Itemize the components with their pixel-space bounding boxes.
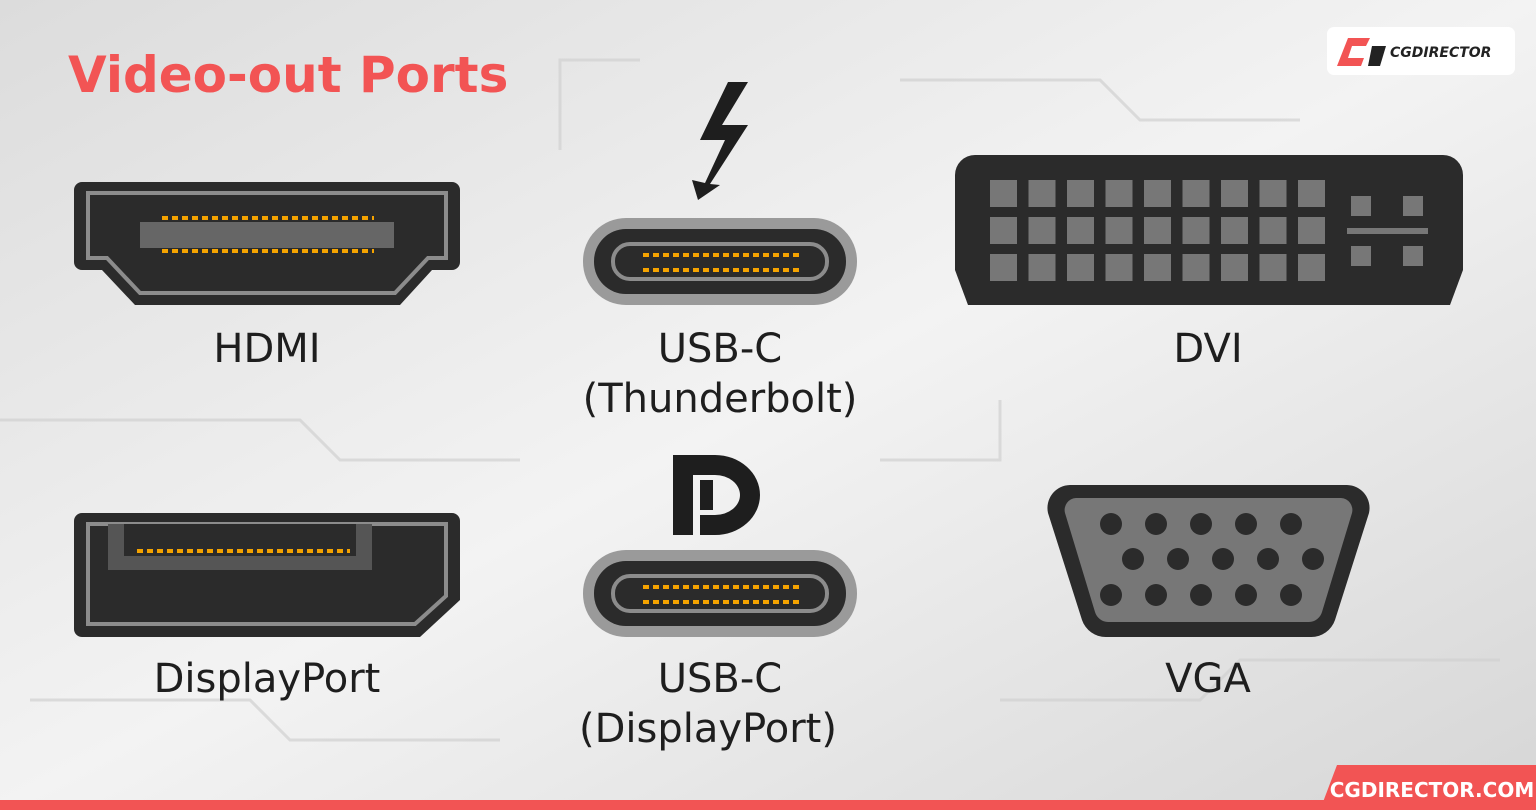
dvi-pin: [1221, 254, 1248, 281]
usb-c-displayport-label-1: USB-C: [658, 656, 782, 702]
dvi-pin: [1221, 217, 1248, 244]
vga-pin: [1100, 513, 1122, 535]
vga-pin: [1212, 548, 1234, 570]
cgdirector-logo: CGDIRECTOR: [1327, 27, 1515, 75]
usb-c-thunderbolt-label-1: USB-C: [658, 326, 782, 372]
footer-tab: [1320, 765, 1536, 810]
circuit-pattern: [0, 58, 1500, 742]
vga-pin: [1145, 513, 1167, 535]
footer-bar: [0, 800, 1536, 810]
vga-pin: [1145, 584, 1167, 606]
dvi-pin: [990, 254, 1017, 281]
dvi-pin: [1144, 217, 1171, 244]
displayport-port: [74, 513, 460, 637]
dvi-pin: [1105, 180, 1133, 207]
dvi-pin: [1259, 254, 1287, 281]
vga-pin: [1235, 513, 1257, 535]
vga-port: [1047, 485, 1370, 638]
dvi-pin: [1028, 217, 1056, 244]
vga-pin: [1122, 548, 1144, 570]
dvi-pin: [1067, 254, 1094, 281]
svg-text:CGDIRECTOR: CGDIRECTOR: [1390, 45, 1491, 61]
page-title: Video-out Ports: [68, 46, 508, 104]
dvi-pin: [990, 180, 1017, 207]
usb-c-thunderbolt-label-2: (Thunderbolt): [583, 376, 858, 422]
vga-pin: [1100, 584, 1122, 606]
dvi-pin: [1259, 180, 1287, 207]
dvi-pin: [1067, 217, 1094, 244]
dvi-pin: [1298, 217, 1325, 244]
dvi-pin: [1182, 254, 1210, 281]
thunderbolt-icon: [692, 82, 748, 200]
dvi-pin: [1298, 254, 1325, 281]
hdmi-port: [74, 182, 460, 305]
vga-pin: [1235, 584, 1257, 606]
usb-c-displayport-port: [583, 550, 857, 637]
dvi-pin: [1144, 180, 1171, 207]
vga-pin: [1257, 548, 1279, 570]
dvi-pin: [1144, 254, 1171, 281]
vga-pin: [1167, 548, 1189, 570]
dvi-port: [955, 155, 1463, 305]
usb-c-thunderbolt-port: [583, 218, 857, 305]
dvi-pin: [1028, 180, 1056, 207]
vga-label: VGA: [1165, 656, 1251, 702]
vga-pin: [1280, 584, 1302, 606]
dvi-pin: [1105, 217, 1133, 244]
hdmi-label: HDMI: [213, 326, 320, 372]
dvi-label: DVI: [1173, 326, 1242, 372]
dvi-pin: [1105, 254, 1133, 281]
vga-pin: [1190, 584, 1212, 606]
site-url: CGDIRECTOR.COM: [1330, 778, 1534, 802]
dvi-pin: [1221, 180, 1248, 207]
dvi-pin: [1298, 180, 1325, 207]
dvi-pin: [1182, 180, 1210, 207]
dvi-pin: [990, 217, 1017, 244]
vga-pin: [1280, 513, 1302, 535]
vga-pin: [1302, 548, 1324, 570]
dvi-pin: [1259, 217, 1287, 244]
dvi-pin: [1028, 254, 1056, 281]
dvi-pin: [1182, 217, 1210, 244]
vga-pin: [1190, 513, 1212, 535]
displayport-label: DisplayPort: [154, 656, 381, 702]
usb-c-displayport-label-2: (DisplayPort): [579, 706, 837, 752]
displayport-icon: [673, 455, 760, 535]
dvi-pin: [1067, 180, 1094, 207]
